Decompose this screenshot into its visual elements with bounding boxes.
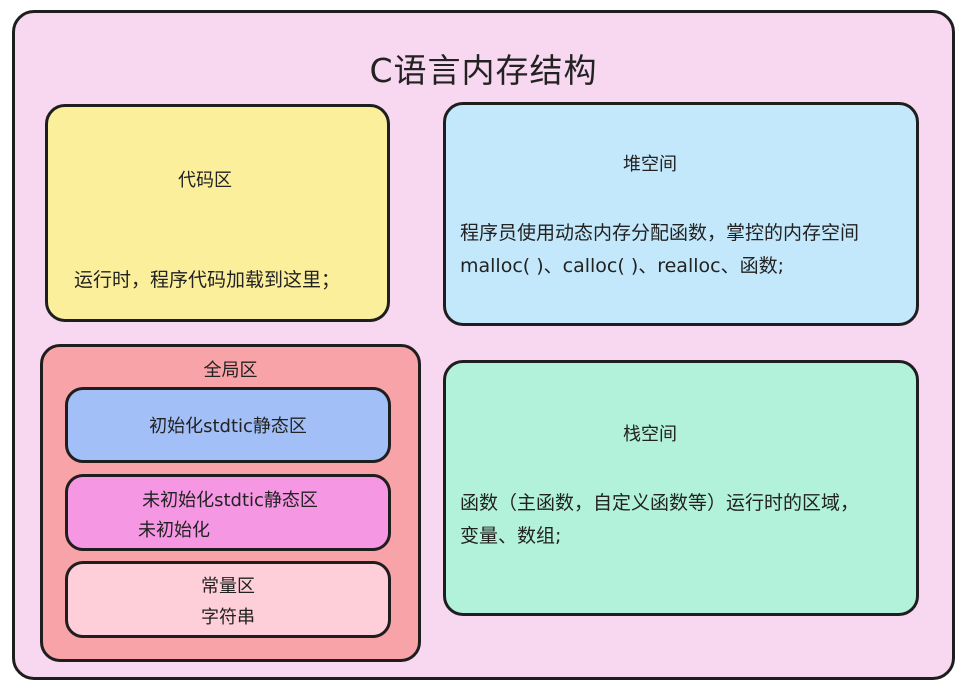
stack-title: 栈空间 (623, 424, 677, 445)
constant-area-label: 常量区 (201, 576, 255, 597)
heap-box (443, 102, 919, 326)
diagram-title: C语言内存结构 (369, 51, 598, 90)
initialized-static-box (65, 387, 391, 463)
constant-area-sublabel: 字符串 (201, 607, 255, 628)
code-area-box (45, 104, 390, 322)
stack-description-line2: 变量、数组; (460, 525, 562, 547)
code-area-title: 代码区 (178, 170, 232, 191)
uninitialized-static-label: 未初始化stdtic静态区 (142, 490, 318, 511)
initialized-static-label: 初始化stdtic静态区 (149, 416, 307, 437)
uninitialized-static-box (65, 474, 391, 551)
stack-box (443, 360, 919, 616)
heap-description-line1: 程序员使用动态内存分配函数，掌控的内存空间 (460, 222, 860, 244)
heap-title: 堆空间 (623, 154, 677, 175)
heap-description-line2: malloc( )、calloc( )、realloc、函数; (460, 255, 784, 277)
constant-area-box (65, 561, 391, 638)
code-area-description: 运行时，程序代码加载到这里； (74, 269, 341, 291)
global-area-title: 全局区 (203, 360, 258, 381)
stack-description-line1: 函数（主函数，自定义函数等）运行时的区域， (460, 492, 860, 514)
uninitialized-sublabel: 未初始化 (138, 520, 210, 541)
